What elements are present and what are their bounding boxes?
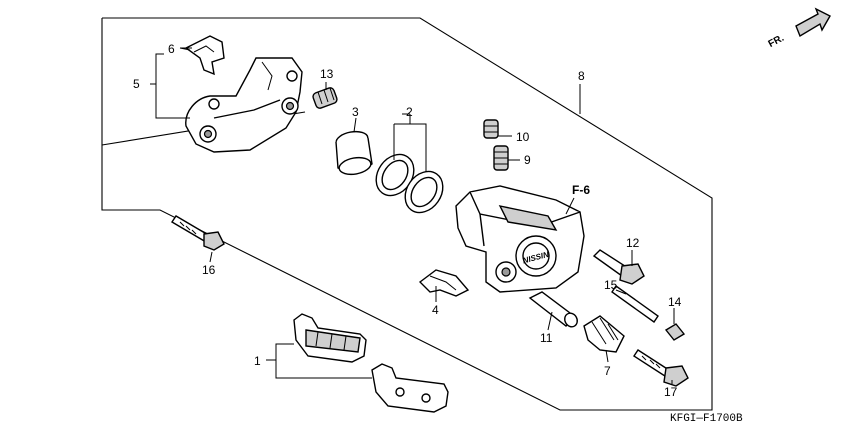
caliper-body-part: NISSIN — [455, 185, 585, 293]
front-direction-label: FR. — [767, 33, 787, 50]
callout-3: 3 — [352, 105, 359, 119]
caliper-bolt-part — [633, 349, 689, 387]
diagram-code-label: KFGI—F1700B — [670, 413, 743, 424]
pin-bolt-part — [592, 249, 645, 285]
pin-boot-part — [583, 315, 625, 353]
slide-pin-part — [528, 291, 578, 328]
bleeder-valve-part — [493, 145, 509, 171]
piston-part — [335, 130, 373, 176]
callout-12: 12 — [626, 236, 640, 250]
pad-pin-plug-part — [664, 323, 686, 341]
callout-16: 16 — [202, 263, 216, 277]
callout-2: 2 — [406, 105, 413, 119]
callout-15: 15 — [604, 278, 618, 292]
callout-8: 8 — [578, 69, 585, 83]
callout-14: 14 — [668, 295, 682, 309]
brake-pads-part — [293, 313, 449, 413]
callout-13: 13 — [320, 67, 334, 81]
callout-6: 6 — [168, 42, 175, 56]
piston-seals-part — [375, 153, 444, 214]
bleeder-cap-part — [483, 119, 499, 139]
callout-9: 9 — [524, 153, 531, 167]
reference-label: F-6 — [572, 183, 590, 197]
callout-7: 7 — [604, 364, 611, 378]
callout-10: 10 — [516, 130, 530, 144]
pad-pin-part — [611, 285, 659, 323]
callout-labels: 6 5 13 3 2 8 10 9 F-6 12 15 14 11 7 17 4… — [133, 42, 743, 424]
pad-spring-part — [180, 35, 225, 76]
callout-4: 4 — [432, 303, 439, 317]
leader-lines — [150, 47, 675, 384]
callout-17: 17 — [664, 385, 678, 399]
caliper-bracket-part — [185, 57, 303, 153]
front-direction-arrow: FR. — [767, 7, 831, 50]
assembly-frame — [101, 17, 713, 411]
callout-5: 5 — [133, 77, 140, 91]
callout-11: 11 — [540, 331, 553, 345]
callout-1: 1 — [254, 354, 261, 368]
bracket-bolt-part — [171, 215, 225, 251]
pad-retainer-part — [418, 269, 470, 297]
bracket-bolt-boot-part — [312, 87, 338, 109]
